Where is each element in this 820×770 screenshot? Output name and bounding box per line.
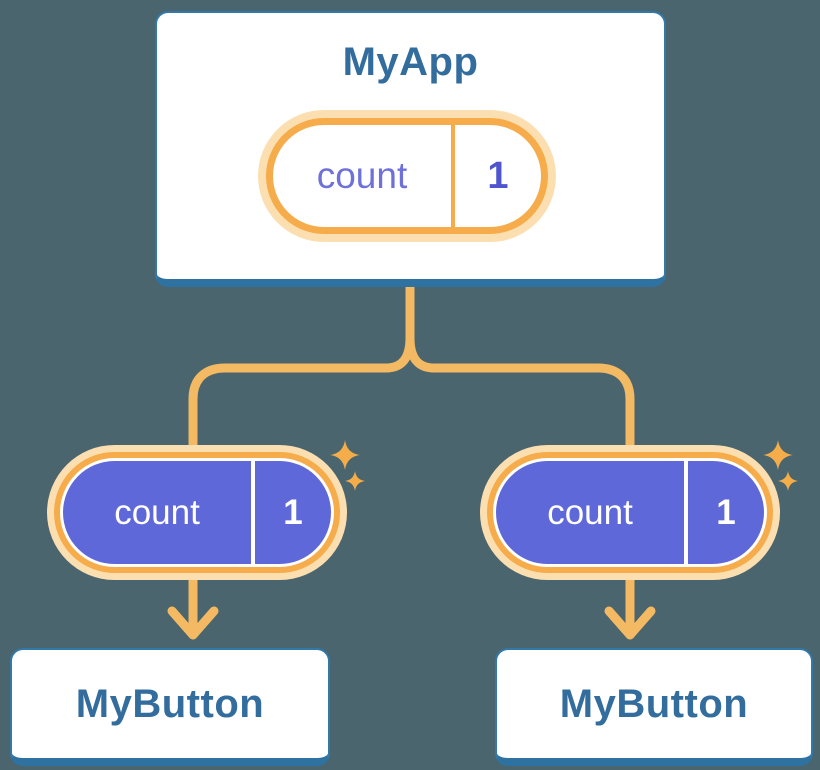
component-card-myapp: MyApp count 1 <box>155 11 666 287</box>
pill-divider <box>451 125 455 227</box>
component-title: MyButton <box>75 681 265 726</box>
pill-divider <box>251 461 255 564</box>
state-value: 1 <box>716 492 736 532</box>
state-pill: count 1 <box>480 445 780 580</box>
state-pill-body: count 1 <box>63 461 331 564</box>
component-title: MyApp <box>342 40 479 84</box>
component-title: MyButton <box>559 681 749 726</box>
component-card-mybutton: MyButton <box>495 648 813 766</box>
state-pill: count 1 <box>258 110 556 242</box>
state-label: count <box>547 492 633 532</box>
state-pill-body: count 1 <box>496 461 764 564</box>
state-value: 1 <box>487 154 509 197</box>
state-pill-body: count 1 <box>273 125 541 227</box>
sparkle-icon <box>778 471 798 491</box>
sparkle-icon <box>763 440 793 470</box>
state-pill-ring: count 1 <box>54 452 340 573</box>
state-value: 1 <box>283 492 303 532</box>
component-card-mybutton: MyButton <box>10 648 330 766</box>
sparkle-icon <box>345 471 365 491</box>
arrow-down-icon <box>604 606 656 640</box>
connector-right <box>405 287 635 628</box>
sparkle-icon <box>330 440 360 470</box>
state-label: count <box>316 155 408 196</box>
pill-divider <box>684 461 688 564</box>
state-pill-ring: count 1 <box>266 118 548 234</box>
state-pill: count 1 <box>47 445 347 580</box>
state-pill-ring: count 1 <box>487 452 773 573</box>
state-label: count <box>114 492 200 532</box>
arrow-down-icon <box>167 606 219 640</box>
